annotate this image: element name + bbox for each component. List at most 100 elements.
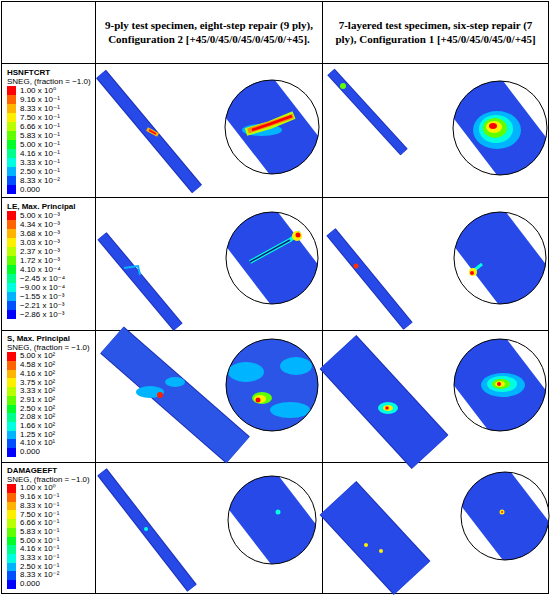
specimen-contour <box>102 454 324 588</box>
zoom-view <box>222 190 326 326</box>
zoom-view <box>448 320 550 456</box>
variable-name: DAMAGEEFT <box>7 467 92 476</box>
variable-option: SNEG, (fraction = −1.0) <box>7 77 92 86</box>
legend-value: 9.16 x 10⁻¹ <box>20 95 60 104</box>
legend-entry: 6.66 x 10⁻¹ <box>7 122 92 131</box>
zoom-view <box>450 190 550 326</box>
legend-entry: −2.21 x 10⁻³ <box>7 301 92 310</box>
zoom-view <box>448 60 550 196</box>
legend-value: 8.33 x 10⁻¹ <box>20 104 60 113</box>
legend-entry: 3.03 x 10⁻³ <box>7 238 92 247</box>
specimen-strip <box>338 352 430 452</box>
legend-swatch <box>7 274 16 283</box>
zoom-view <box>224 454 324 584</box>
legend-swatch <box>7 422 16 431</box>
zoom-view <box>222 335 322 435</box>
row-rule <box>2 330 549 331</box>
legend-entry: 2.91 x 10² <box>7 396 92 405</box>
damage-spot <box>340 83 346 89</box>
legend-swatch <box>7 361 16 370</box>
legend-value: 2.91 x 10² <box>20 396 55 405</box>
column-rule <box>95 2 96 594</box>
legend-swatch <box>7 528 16 537</box>
specimen-strip <box>220 60 324 194</box>
legend-value: 2.37 x 10⁻³ <box>20 247 60 256</box>
stress-patch <box>487 376 517 392</box>
legend-entry: 7.50 x 10⁻¹ <box>7 511 92 520</box>
specimen-strip <box>222 335 322 435</box>
specimen-strip <box>112 340 238 450</box>
legend-value: 0.000 <box>20 185 40 194</box>
strain-peak <box>292 231 302 241</box>
contour-patch <box>473 111 521 149</box>
legend-entry: 9.16 x 10⁻¹ <box>7 95 92 104</box>
legend-entry: −2.86 x 10⁻³ <box>7 310 92 319</box>
legend-swatch <box>7 493 16 502</box>
legend-entry: 4.10 x 10¹ <box>7 439 92 448</box>
legend-value: 8.33 x 10⁻¹ <box>20 502 59 511</box>
legend-entry: 3.68 x 10⁻³ <box>7 229 92 238</box>
zoom-view <box>220 60 324 194</box>
specimen-strip <box>448 60 550 196</box>
legend-entry: 7.50 x 10⁻¹ <box>7 113 92 122</box>
legend-value: 4.10 x 10⁻⁴ <box>20 265 61 274</box>
legend-entry: 4.16 x 10⁻¹ <box>7 149 92 158</box>
legend-entry: 3.75 x 10² <box>7 379 92 388</box>
contour-patch <box>246 115 294 132</box>
legend-cell: S, Max. PrincipalSNEG, (fraction = −1.0)… <box>2 331 95 462</box>
specimen-strip <box>224 454 324 584</box>
legend-value: 4.10 x 10¹ <box>20 439 55 448</box>
legend-swatch <box>7 352 16 361</box>
legend-swatch <box>7 122 16 131</box>
legend-value: 1.25 x 10² <box>20 431 55 440</box>
legend-value: 1.72 x 10⁻³ <box>20 256 60 265</box>
legend-value: 2.08 x 10² <box>20 413 55 422</box>
legend-value: 3.75 x 10² <box>20 379 55 388</box>
legend-value: 8.33 x 10⁻² <box>20 176 60 185</box>
specimen-strip <box>331 232 408 326</box>
legend-entry: 6.66 x 10⁻¹ <box>7 519 92 528</box>
legend-swatch <box>7 405 16 414</box>
legend-swatch <box>7 370 16 379</box>
column-rule <box>322 2 323 594</box>
damage-spot <box>500 510 505 515</box>
legend-entry: 4.16 x 10² <box>7 370 92 379</box>
legend-entry: 0.000 <box>7 580 92 589</box>
strain-peak <box>469 268 477 276</box>
legend-value: 1.00 x 10⁰ <box>20 484 56 493</box>
specimen-strip <box>102 236 178 327</box>
variable-option: SNEG, (fraction = −1.0) <box>7 344 92 353</box>
contour-patch <box>248 116 293 131</box>
legend-swatch <box>7 301 16 310</box>
legend-entry: 2.50 x 10² <box>7 405 92 414</box>
legend-swatch <box>7 537 16 546</box>
contour-patch <box>483 118 507 138</box>
legend-swatch <box>7 545 16 554</box>
specimen-strip <box>456 450 550 580</box>
legend-value: 8.33 x 10⁻² <box>20 571 59 580</box>
legend-swatch <box>7 220 16 229</box>
legend-value: 6.66 x 10⁻¹ <box>20 519 59 528</box>
specimen-contour <box>331 60 550 196</box>
legend-entry: 4.16 x 10⁻¹ <box>7 545 92 554</box>
legend-value: 4.16 x 10² <box>20 370 55 379</box>
legend-value: 2.50 x 10⁻¹ <box>20 167 60 176</box>
specimen-contour <box>101 60 324 194</box>
damage-spot <box>364 543 368 547</box>
legend-swatch <box>7 439 16 448</box>
legend-swatch <box>7 131 16 140</box>
legend-value: −2.45 x 10⁻⁴ <box>20 274 65 283</box>
stress-patch <box>228 362 264 382</box>
legend-entry: 5.00 x 10⁻³ <box>7 211 92 220</box>
row-rule <box>2 63 549 64</box>
legend-swatch <box>7 113 16 122</box>
legend-value: 7.50 x 10⁻¹ <box>20 511 59 520</box>
legend-value: 1.00 x 10⁰ <box>20 86 56 95</box>
legend-swatch <box>7 211 16 220</box>
legend-swatch <box>7 502 16 511</box>
specimen-strip <box>102 472 192 588</box>
legend-swatch <box>7 431 16 440</box>
stress-patch <box>165 377 185 387</box>
legend-entry: 8.33 x 10⁻¹ <box>7 502 92 511</box>
